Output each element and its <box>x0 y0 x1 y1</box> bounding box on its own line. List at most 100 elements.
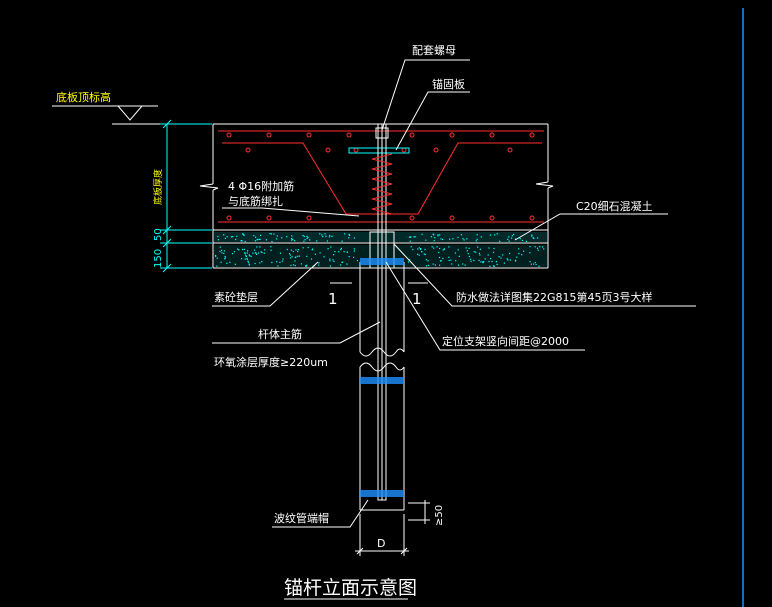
concrete-speckle <box>334 251 336 253</box>
concrete-speckle <box>488 260 490 263</box>
concrete-speckle <box>314 253 316 255</box>
rebar-dots <box>226 132 535 221</box>
floor-level-label: 底板顶标高 <box>56 90 111 104</box>
concrete-speckle <box>281 237 283 239</box>
concrete-speckle <box>511 235 513 237</box>
concrete-speckle <box>270 233 272 235</box>
concrete-speckle <box>221 249 223 251</box>
concrete-speckle <box>261 251 263 254</box>
rebar-dot <box>529 215 535 221</box>
concrete-speckle <box>328 236 331 238</box>
concrete-speckle <box>409 236 411 238</box>
concrete-speckle <box>330 246 332 248</box>
concrete-speckle <box>409 259 411 261</box>
concrete-speckle <box>319 233 321 235</box>
rebar-dot <box>346 132 352 138</box>
concrete-speckle <box>226 262 228 264</box>
concrete-speckle <box>217 239 219 241</box>
label-waterproof: 防水做法详图集22G815第45页3号大样 <box>456 290 653 304</box>
concrete-speckle <box>409 240 411 242</box>
concrete-speckle <box>508 240 510 242</box>
concrete-speckle <box>439 264 441 266</box>
concrete-speckle <box>264 249 266 251</box>
concrete-speckle <box>417 248 419 250</box>
concrete-speckle <box>424 248 426 251</box>
concrete-speckle <box>245 254 247 257</box>
concrete-speckle <box>219 250 221 253</box>
concrete-speckle <box>511 237 513 239</box>
concrete-speckle <box>478 259 480 261</box>
concrete-speckle <box>462 238 464 240</box>
concrete-speckle <box>291 238 293 240</box>
concrete-speckle <box>248 264 251 266</box>
concrete-speckle <box>476 234 478 236</box>
concrete-speckle <box>534 246 536 248</box>
concrete-speckle <box>292 238 294 241</box>
concrete-speckle <box>470 260 472 262</box>
concrete-speckle <box>244 240 246 243</box>
concrete-speckle <box>412 248 414 251</box>
concrete-speckle <box>353 250 355 252</box>
concrete-speckle <box>252 252 254 254</box>
concrete-speckle <box>244 253 246 255</box>
rebar-dot <box>449 132 455 138</box>
concrete-speckle <box>521 239 523 242</box>
concrete-speckle <box>466 250 468 252</box>
concrete-speckle <box>255 252 257 254</box>
concrete-speckle <box>331 235 333 237</box>
concrete-speckle <box>241 258 243 260</box>
concrete-speckle <box>457 264 460 266</box>
concrete-speckle <box>346 251 348 253</box>
concrete-speckle <box>297 255 299 257</box>
concrete-speckle <box>223 250 225 252</box>
label-rebar-1: 4 Φ16附加筋 <box>228 179 294 193</box>
concrete-speckle <box>418 254 420 256</box>
concrete-speckle <box>423 253 425 255</box>
concrete-speckle <box>305 265 307 267</box>
concrete-speckle <box>418 247 420 249</box>
concrete-speckle <box>425 259 427 261</box>
concrete-speckle <box>533 263 535 265</box>
concrete-speckle <box>451 263 453 265</box>
concrete-speckle <box>306 237 308 239</box>
label-anchor-plate: 锚固板 <box>432 77 465 91</box>
concrete-speckle <box>294 256 296 259</box>
concrete-speckle <box>438 256 441 259</box>
rebar-dot <box>401 147 407 153</box>
concrete-speckle <box>442 257 444 260</box>
concrete-speckle <box>215 255 217 257</box>
concrete-speckle <box>257 238 259 240</box>
concrete-speckle <box>260 234 262 236</box>
concrete-speckle <box>265 239 267 241</box>
concrete-speckle <box>437 235 439 237</box>
rebar-dot <box>353 147 359 153</box>
label-concrete: C20细石混凝土 <box>576 199 653 213</box>
concrete-speckle <box>531 234 533 236</box>
concrete-speckle <box>243 248 245 250</box>
concrete-speckle <box>407 261 410 263</box>
concrete-speckle <box>515 260 517 262</box>
concrete-speckle <box>537 249 539 251</box>
concrete-speckle <box>413 236 415 238</box>
concrete-layer-hatch <box>214 232 547 268</box>
concrete-speckle <box>297 249 299 251</box>
concrete-speckle <box>433 240 435 242</box>
concrete-speckle <box>430 236 433 238</box>
concrete-speckle <box>455 260 457 262</box>
section-mark-left: 1 <box>328 290 338 308</box>
concrete-speckle <box>277 265 279 267</box>
concrete-speckle <box>254 262 256 265</box>
concrete-speckle <box>247 250 249 252</box>
concrete-speckle <box>298 255 301 257</box>
concrete-speckle <box>327 248 329 250</box>
concrete-speckle <box>243 234 245 236</box>
concrete-speckle <box>324 233 326 235</box>
concrete-speckle <box>329 234 331 237</box>
concrete-speckle <box>237 248 239 250</box>
concrete-speckle <box>329 258 331 260</box>
concrete-speckle <box>482 261 484 263</box>
concrete-speckle <box>343 251 345 253</box>
concrete-speckle <box>489 265 491 267</box>
concrete-speckle <box>292 250 294 253</box>
concrete-speckle <box>253 235 255 237</box>
